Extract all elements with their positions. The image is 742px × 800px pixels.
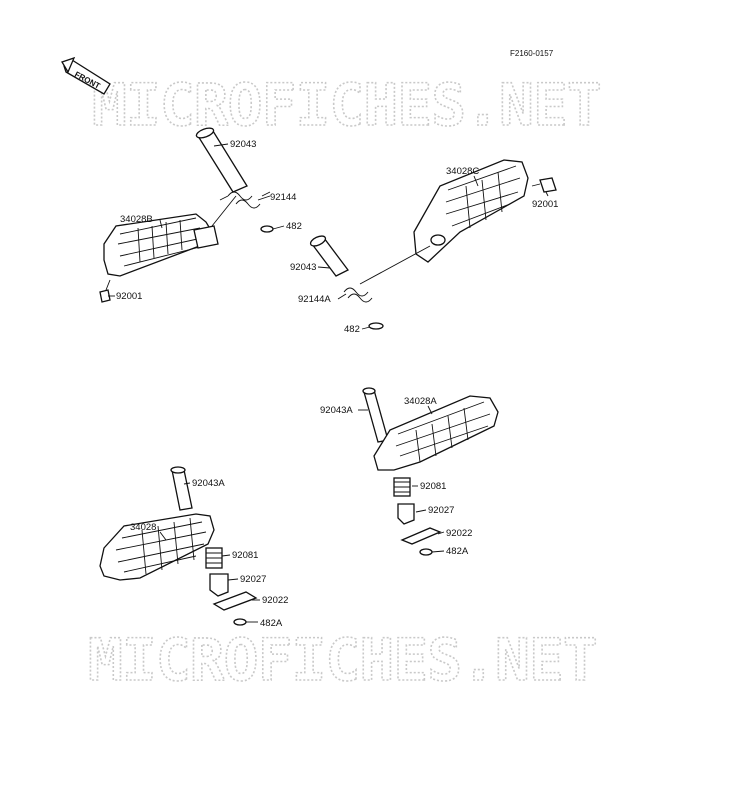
label-92027-br: 92027: [428, 505, 454, 516]
clip-482-tr-icon: [368, 322, 384, 330]
label-92081-br: 92081: [420, 481, 446, 492]
bolt-92001-tl-icon: [99, 279, 111, 303]
label-92043-tr: 92043: [290, 262, 316, 273]
assembly-bottom-right: 92043A 34028A 92081 92027 92022 482A: [320, 387, 499, 557]
label-92081-bl: 92081: [232, 550, 258, 561]
footpeg-34028A-icon: [373, 395, 499, 471]
label-92022-br: 92022: [446, 528, 472, 539]
assembly-top-left: 92043 92144 482 34028B 92001: [99, 127, 302, 303]
footpeg-34028B-icon: [103, 213, 219, 277]
pin-92043A-bl-icon: [170, 466, 193, 511]
pin-92043A-br-icon: [362, 387, 389, 443]
label-92022-bl: 92022: [262, 595, 288, 606]
label-92144A: 92144A: [298, 294, 331, 305]
bolt-92001-tr-icon: [531, 177, 557, 193]
pin-92043-tr-icon: [309, 235, 349, 277]
washer-92022-br-icon: [400, 527, 442, 545]
spring-92081-br-icon: [393, 477, 411, 497]
assembly-bottom-left: 92043A 34028 92081 92027 92022 482A: [99, 466, 288, 629]
label-92001-tr: 92001: [532, 199, 558, 210]
label-34028B: 34028B: [120, 214, 153, 225]
washer-92022-bl-icon: [212, 591, 258, 611]
label-92144-tl: 92144: [270, 192, 296, 203]
plunger-92027-bl-icon: [209, 573, 229, 597]
label-92043A-br: 92043A: [320, 405, 353, 416]
label-482A-bl: 482A: [260, 618, 283, 629]
label-34028C: 34028C: [446, 166, 479, 177]
watermark-top: MICROFICHES.NET: [92, 71, 601, 139]
label-92043A-bl: 92043A: [192, 478, 225, 489]
watermark-bottom: MICROFICHES.NET: [88, 626, 597, 694]
label-482-tr: 482: [344, 324, 360, 335]
clip-482A-bl-icon: [233, 618, 247, 626]
clip-482-tl-icon: [260, 225, 274, 233]
label-92001-tl: 92001: [116, 291, 142, 302]
spring-92144-tl-icon: [219, 191, 271, 209]
spring-92081-bl-icon: [205, 547, 223, 569]
label-482-tl: 482: [286, 221, 302, 232]
spring-92144A-icon: [343, 287, 373, 303]
label-482A-br: 482A: [446, 546, 469, 557]
diagram-code: F2160-0157: [510, 49, 554, 58]
pin-92043-tl-icon: [195, 127, 248, 193]
clip-482A-br-icon: [419, 548, 433, 556]
footpeg-34028-icon: [99, 513, 215, 581]
label-34028: 34028: [130, 522, 156, 533]
assembly-top-right: 34028C 92001 92043 92144A 482: [290, 159, 558, 335]
label-92027-bl: 92027: [240, 574, 266, 585]
plunger-92027-br-icon: [397, 503, 415, 525]
footpeg-34028C-icon: [413, 159, 529, 263]
label-92043-tl: 92043: [230, 139, 256, 150]
label-34028A: 34028A: [404, 396, 437, 407]
